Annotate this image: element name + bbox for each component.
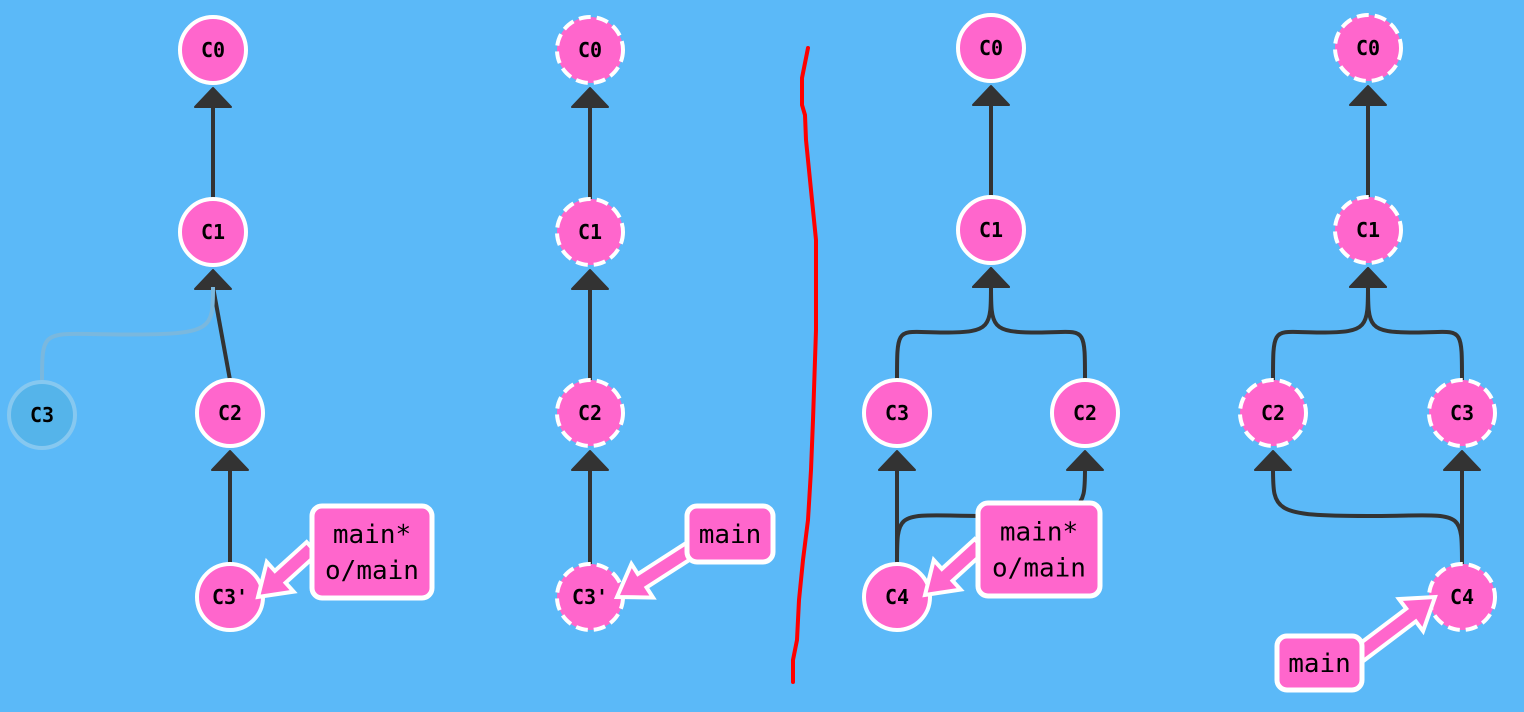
branch-pointer-arrow-icon [613,540,698,600]
commit-label: C4 [1450,585,1474,609]
commit-C3'[interactable]: C3' [195,562,265,632]
commit-circle [555,378,625,448]
branch-label[interactable]: main [1274,633,1365,693]
commit-label: C3' [212,585,248,609]
arrowhead-icon [1443,450,1481,471]
commit-circle [7,380,77,450]
commit-label: C2 [1261,401,1285,425]
commit-label: C2 [218,401,242,425]
branch-name: main [699,520,762,550]
commit-circle [555,197,625,267]
commit-circle [178,15,248,85]
commit-C2[interactable]: C2 [1050,378,1120,448]
edge-C2-to-C1 [211,286,232,381]
branch-name: o/main [325,556,419,586]
commit-circle [862,378,932,448]
commit-label: C1 [1356,218,1380,242]
commit-label: C1 [979,218,1003,242]
commit-C0[interactable]: C0 [956,13,1026,83]
commit-label: C2 [1073,401,1097,425]
commit-label: C1 [578,220,602,244]
commit-circle [1238,378,1308,448]
edge-C3-to-C1 [40,286,215,383]
commit-C0[interactable]: C0 [178,15,248,85]
commit-C3[interactable]: C3 [1427,378,1497,448]
commit-C2[interactable]: C2 [555,378,625,448]
commit-C1[interactable]: C1 [178,197,248,267]
edge-C2-to-C1 [989,284,1087,381]
arrowhead-icon [1349,85,1387,106]
branch-label[interactable]: main [684,503,776,565]
arrowhead-icon [878,450,916,471]
commit-circle [555,15,625,85]
commit-circle [1333,13,1403,83]
branch-label-box [1274,633,1365,693]
branch-label-box [975,500,1103,599]
commit-label: C0 [1356,36,1380,60]
commit-label: C4 [885,585,909,609]
commit-circle [178,197,248,267]
commit-C0[interactable]: C0 [1333,13,1403,83]
commit-label: C2 [578,401,602,425]
commit-C2[interactable]: C2 [195,378,265,448]
arrowhead-icon [571,269,609,290]
branch-label[interactable]: main* o/main [975,500,1103,599]
commit-circle [956,13,1026,83]
commit-C1[interactable]: C1 [956,195,1026,265]
branch-name: main* [333,520,411,550]
arrowhead-icon [194,87,232,108]
commit-C1[interactable]: C1 [1333,195,1403,265]
commit-circle [195,378,265,448]
edge-C2-to-C1 [1271,284,1370,381]
arrowhead-icon [211,450,249,471]
commit-label: C0 [578,38,602,62]
commit-C3[interactable]: C3 [7,380,77,450]
commit-C0[interactable]: C0 [555,15,625,85]
commit-C3[interactable]: C3 [862,378,932,448]
arrowhead-icon [972,85,1010,106]
arrowhead-icon [972,267,1010,288]
commit-label: C3' [572,585,608,609]
commit-C3'[interactable]: C3' [555,562,625,632]
edge-C3-to-C1 [1366,284,1464,381]
branch-name: main [1288,649,1351,679]
commit-circle [1427,378,1497,448]
commit-label: C3 [885,401,909,425]
branch-name: main* [1000,518,1078,548]
edge-C3-to-C1 [895,284,993,381]
branch-label[interactable]: main* o/main [309,503,435,601]
arrowhead-icon [1066,450,1104,471]
commit-label: C3 [30,403,54,427]
arrowhead-icon [1254,450,1292,471]
commit-C1[interactable]: C1 [555,197,625,267]
arrowhead-icon [571,450,609,471]
commit-label: C1 [201,220,225,244]
commit-label: C0 [201,38,225,62]
edge-C4-to-C2 [1271,467,1464,565]
commit-C2[interactable]: C2 [1238,378,1308,448]
commit-circle [862,562,932,632]
arrowhead-icon [571,87,609,108]
branch-label-box [309,503,435,601]
commit-label: C0 [979,36,1003,60]
commit-C4[interactable]: C4 [862,562,932,632]
commit-circle [1333,195,1403,265]
branch-name: o/main [992,554,1086,584]
arrowhead-icon [1349,267,1387,288]
divider-line [791,46,818,684]
branch-label-box [684,503,776,565]
commit-circle [956,195,1026,265]
commit-C4[interactable]: C4 [1427,562,1497,632]
commit-circle [1427,562,1497,632]
commit-label: C3 [1450,401,1474,425]
commit-circle [1050,378,1120,448]
